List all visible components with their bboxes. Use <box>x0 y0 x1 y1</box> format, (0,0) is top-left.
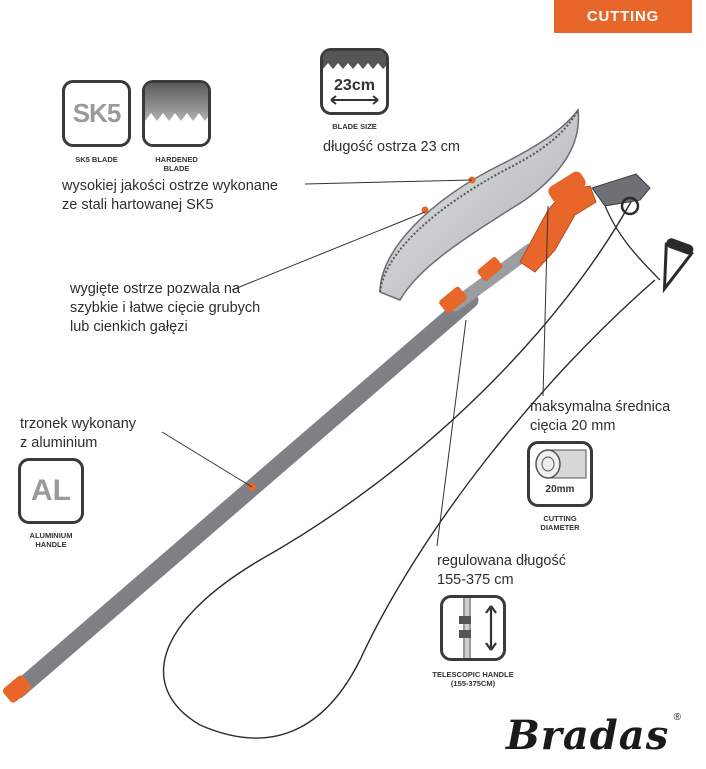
aluminium-caption: ALUMINIUM HANDLE <box>29 531 73 549</box>
blade-quality-label: wysokiej jakości ostrze wykonane ze stal… <box>62 178 278 213</box>
blade-size-value: 23cm <box>334 77 375 94</box>
pole-clamp <box>439 286 467 314</box>
telescopic-handle-icon <box>440 595 506 661</box>
max-diameter-label: maksymalna średnica cięcia 20 mm <box>530 399 671 434</box>
branch-section-icon <box>535 449 587 479</box>
leader-lines <box>161 179 549 547</box>
sk5-caption: SK5 BLADE <box>75 155 118 164</box>
saw-blade <box>379 107 580 301</box>
pull-rope <box>162 199 656 739</box>
pole-end-cap <box>2 675 32 703</box>
category-badge: CUTTING <box>554 0 692 33</box>
cutting-diameter-value: 20mm <box>545 484 575 495</box>
brand-registered: ® <box>673 712 682 723</box>
adjustable-length-label: regulowana długość 155-375 cm <box>437 553 566 588</box>
double-arrow-icon <box>330 95 379 105</box>
telescopic-pole <box>2 243 537 703</box>
telescopic-pole-icon <box>459 598 497 658</box>
cutting-diameter-icon: 20mm <box>527 441 593 507</box>
hardened-caption: HARDENED BLADE <box>155 155 198 173</box>
hardened-blade-icon <box>142 80 211 147</box>
sk5-icon-text: SK5 <box>72 98 122 128</box>
blade-size-caption: BLADE SIZE <box>332 122 377 131</box>
curved-blade-label: wygięte ostrze pozwala na szybkie i łatw… <box>70 281 261 335</box>
brand-logo: Bradas ® <box>506 712 696 762</box>
blade-size-icon: 23cm <box>320 48 389 115</box>
pole-clamp <box>477 257 503 281</box>
brand-name: Bradas <box>506 712 670 759</box>
handle-label: trzonek wykonany z aluminium <box>20 416 137 451</box>
blade-teeth-icon <box>323 51 386 73</box>
aluminium-icon-text: AL <box>31 474 71 507</box>
blade-length-label: długość ostrza 23 cm <box>323 139 461 155</box>
rope-grip <box>662 238 694 294</box>
aluminium-handle-icon: AL <box>18 458 84 524</box>
pruner-head <box>519 171 651 273</box>
cutting-diameter-caption: CUTTING DIAMETER <box>540 514 580 532</box>
sk5-blade-icon: SK5 <box>62 80 131 147</box>
